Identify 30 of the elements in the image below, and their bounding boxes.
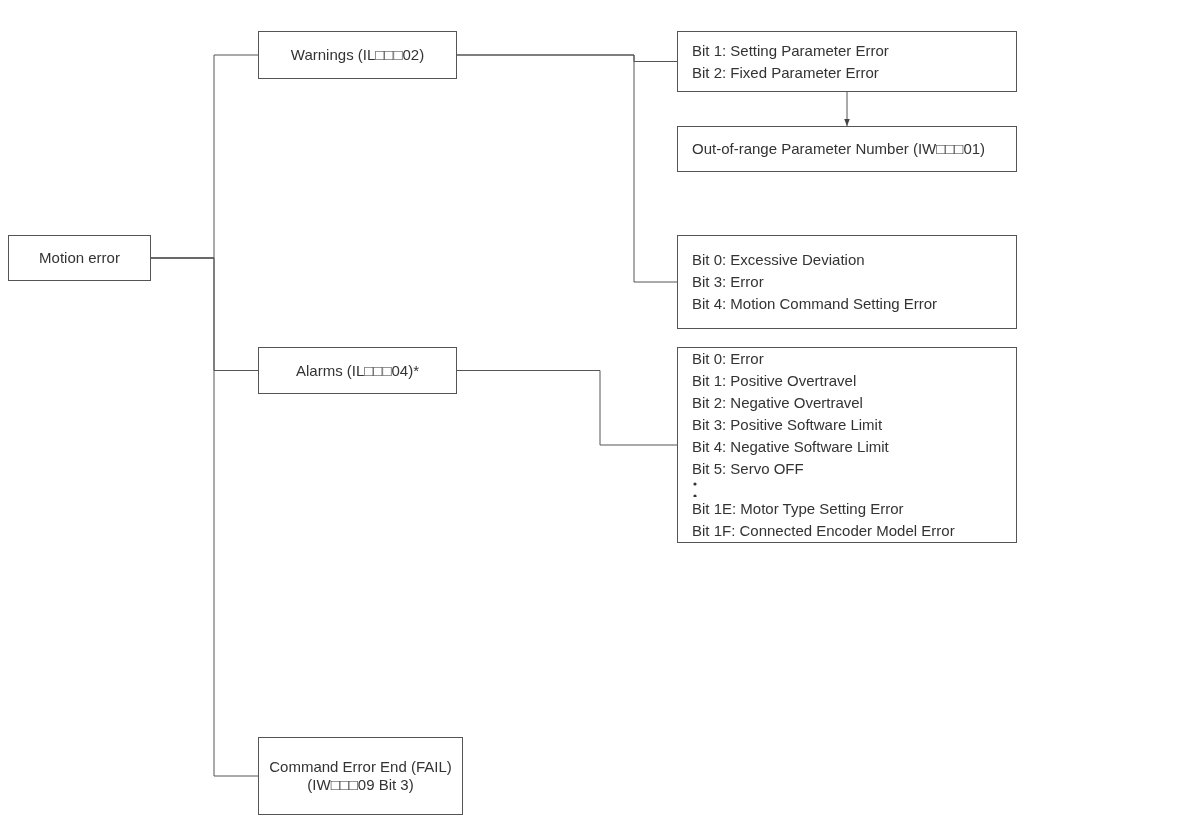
category-box [258, 737, 463, 815]
bit-description: Bit 0: Error [692, 350, 765, 368]
bit-description: Bit 0: Excessive Deviation [692, 251, 866, 269]
category-box [258, 31, 457, 79]
detail-box [677, 126, 1017, 172]
box-label: Motion error [39, 249, 120, 267]
bit-description: Out-of-range Parameter Number (IW□□□01) [692, 140, 987, 158]
bit-description: Bit 4: Negative Software Limit [692, 438, 890, 456]
bit-description: Bit 1: Positive Overtravel [692, 372, 858, 390]
bit-description: Bit 3: Positive Software Limit [692, 416, 884, 434]
bit-description: Bit 1F: Connected Encoder Model Error [692, 522, 956, 540]
bit-description: Bit 1: Setting Parameter Error [692, 41, 890, 60]
process-box [8, 235, 151, 281]
detail-box [677, 347, 1017, 543]
connector-line [456, 54, 678, 283]
detail-box [677, 31, 1017, 92]
bit-description: Bit 1E: Motor Type Setting Error [692, 500, 905, 518]
bit-description: Bit 2: Fixed Parameter Error [692, 63, 880, 82]
box-label: Warnings (IL□□□02) [290, 46, 425, 64]
arrow [844, 91, 850, 127]
connector-line [150, 257, 259, 777]
category-box [258, 347, 457, 394]
bit-description: Bit 2: Negative Overtravel [692, 394, 864, 412]
box-label: Command Error End (FAIL) (IW□□□09 Bit 3) [268, 758, 453, 794]
detail-box [677, 235, 1017, 329]
box-label: Alarms (IL□□□04)* [295, 361, 419, 380]
bit-description: Bit 5: Servo OFF [692, 460, 805, 478]
bit-description: Bit 4: Motion Command Setting Error [692, 295, 939, 313]
connector-line [456, 370, 678, 446]
bit-description: Bit 3: Error [692, 273, 765, 291]
